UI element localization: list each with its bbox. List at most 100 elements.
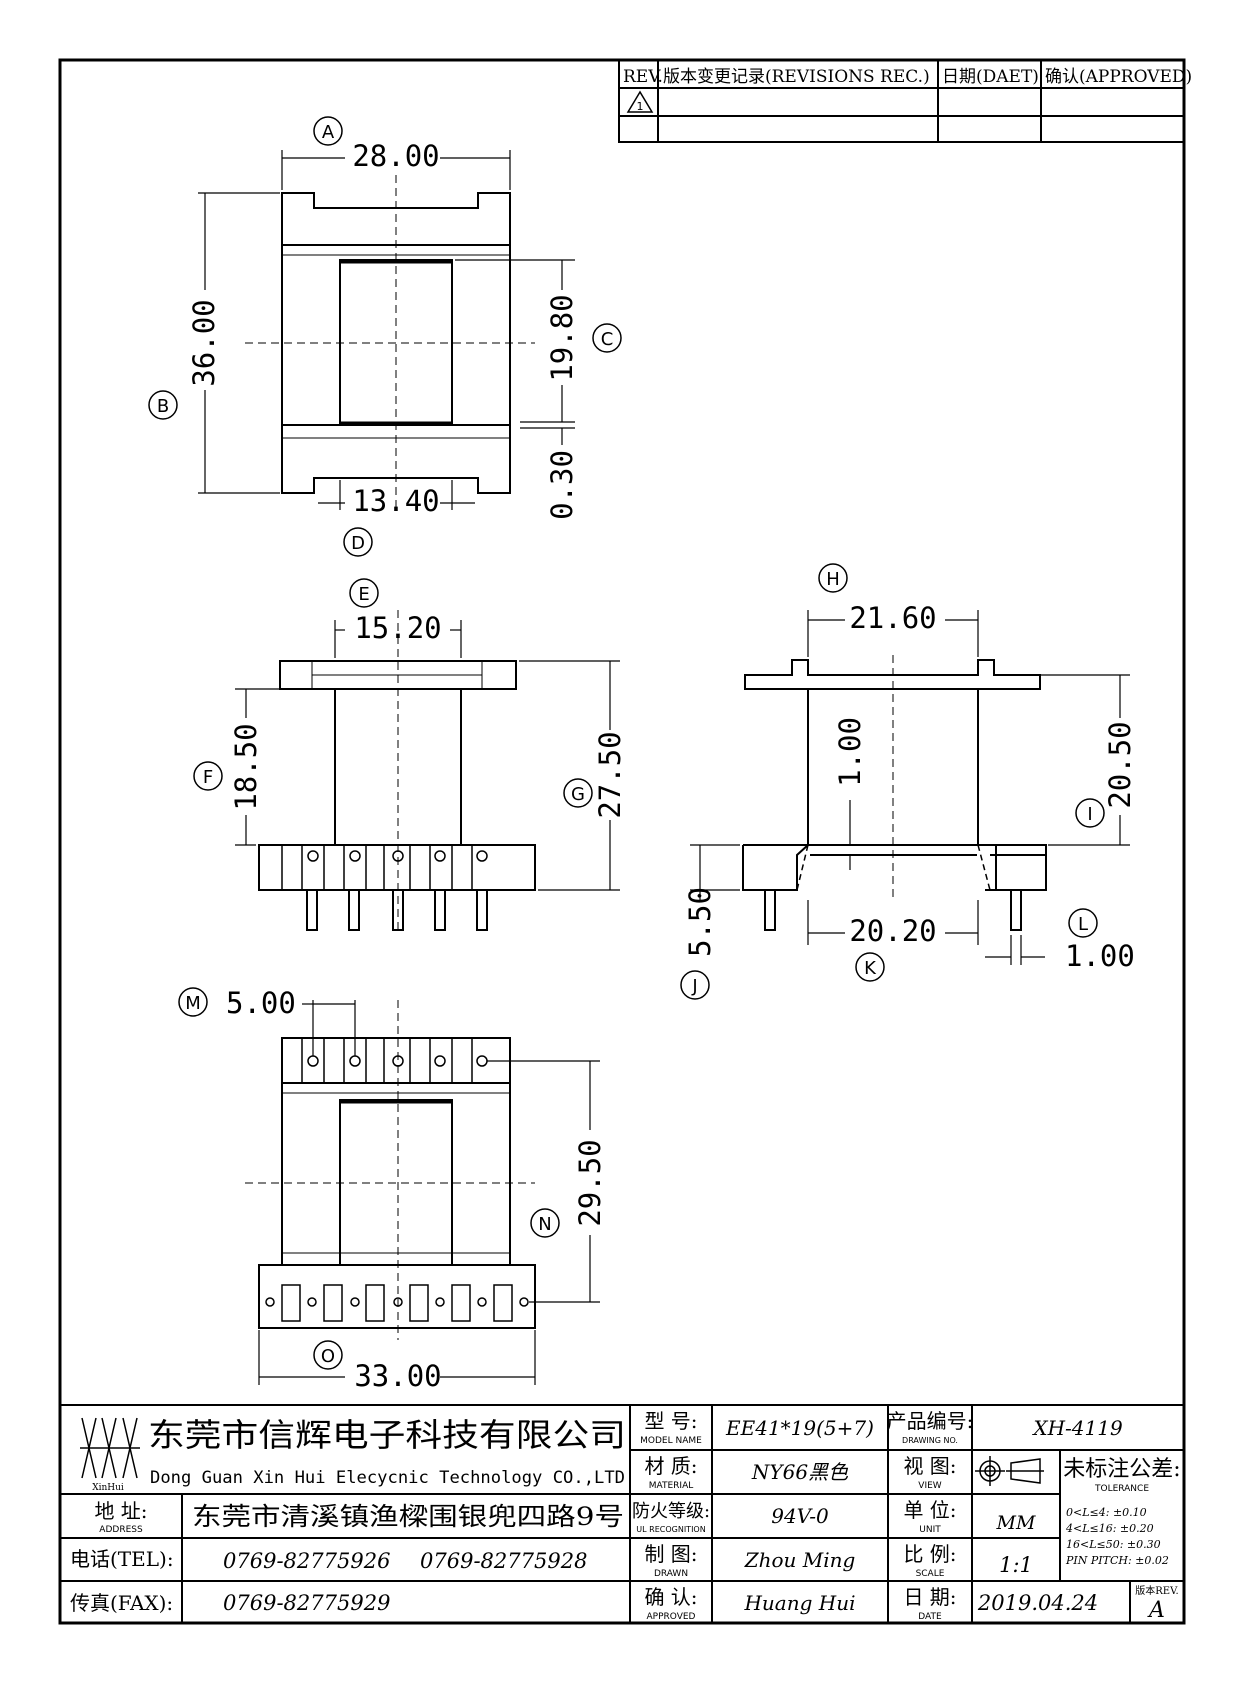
svg-text:J: J bbox=[691, 976, 697, 997]
address-label-en: ADDRESS bbox=[99, 1525, 143, 1535]
unit-value: MM bbox=[996, 1512, 1036, 1534]
dim-bottom-total-width: 33.00 bbox=[354, 1359, 441, 1393]
rev-header: REV. bbox=[623, 67, 663, 87]
tolerance-row-1: 0<L≤4: ±0.10 bbox=[1066, 1506, 1147, 1519]
dim-side-pin: 1.00 bbox=[1065, 939, 1135, 973]
view-label-en: VIEW bbox=[918, 1481, 941, 1491]
drawn-label-en: DRAWN bbox=[654, 1569, 688, 1579]
ul-value: 94V-0 bbox=[771, 1504, 829, 1528]
material-label-en: MATERIAL bbox=[649, 1481, 694, 1491]
svg-text:L: L bbox=[1078, 914, 1088, 935]
sheet-border bbox=[58, 58, 1186, 1625]
dim-side-wall: 1.00 bbox=[833, 717, 867, 787]
scale-label-en: SCALE bbox=[916, 1569, 945, 1579]
dim-top-height: 36.00 bbox=[187, 299, 221, 386]
address-label: 地 址: bbox=[94, 1499, 147, 1523]
title-block-grid bbox=[60, 1404, 1184, 1623]
front-view-dims bbox=[235, 620, 620, 891]
rev-value: A bbox=[1147, 1598, 1165, 1623]
balloon-b: B bbox=[148, 390, 178, 420]
drawing-no-value: XH-4119 bbox=[1031, 1416, 1123, 1440]
bottom-view bbox=[245, 1000, 536, 1340]
ul-label-en: UL RECOGNITION bbox=[636, 1525, 705, 1534]
drawn-label: 制 图: bbox=[644, 1542, 697, 1566]
balloon-m: M bbox=[178, 987, 208, 1017]
drawing-no-label-en: DRAWING NO. bbox=[902, 1436, 958, 1445]
balloon-d: D bbox=[343, 527, 373, 557]
dim-side-top-width: 21.60 bbox=[849, 601, 936, 635]
balloon-a: A bbox=[313, 116, 343, 146]
balloon-f: F bbox=[193, 761, 223, 791]
rev-label: 版本REV. bbox=[1135, 1584, 1178, 1597]
dim-bottom-pin-span: 29.50 bbox=[573, 1139, 607, 1226]
material-label: 材 质: bbox=[644, 1454, 697, 1478]
material-value: NY66黑色 bbox=[751, 1460, 849, 1484]
tolerance-row-2: 4<L≤16: ±0.20 bbox=[1065, 1522, 1154, 1535]
drawing-no-label: 产品编号: bbox=[887, 1409, 974, 1433]
svg-text:O: O bbox=[321, 1346, 335, 1367]
model-label: 型 号: bbox=[644, 1409, 697, 1433]
dim-top-window: 19.80 bbox=[545, 294, 579, 381]
dim-front-upper: 18.50 bbox=[229, 723, 263, 810]
revisions-header: 版本变更记录(REVISIONS REC.) bbox=[663, 67, 930, 87]
dim-side-height: 20.50 bbox=[1103, 721, 1137, 808]
tel-label: 电话(TEL): bbox=[70, 1547, 174, 1571]
fax-label: 传真(FAX): bbox=[70, 1591, 173, 1615]
date-header: 日期(DAET) bbox=[942, 67, 1039, 87]
balloon-e: E bbox=[349, 578, 379, 608]
balloon-i: I bbox=[1075, 798, 1105, 828]
front-view bbox=[258, 610, 536, 935]
scale-value: 1:1 bbox=[999, 1553, 1033, 1577]
svg-text:G: G bbox=[571, 784, 585, 805]
view-label: 视 图: bbox=[903, 1454, 956, 1478]
side-view-dims bbox=[690, 610, 1130, 965]
svg-text:C: C bbox=[601, 329, 614, 350]
dim-top-gap: 0.30 bbox=[545, 450, 579, 520]
bottom-view-dims bbox=[258, 1000, 600, 1385]
tel-1: 0769-82775926 bbox=[223, 1549, 390, 1573]
date-label-en: DATE bbox=[918, 1612, 942, 1622]
dim-front-total: 27.50 bbox=[593, 731, 627, 818]
revision-table bbox=[618, 59, 1185, 143]
dim-top-core: 13.40 bbox=[352, 484, 439, 518]
svg-text:H: H bbox=[826, 569, 840, 590]
unit-label: 单 位: bbox=[903, 1498, 956, 1522]
svg-text:A: A bbox=[322, 122, 335, 143]
logo-text: XinHui bbox=[92, 1483, 124, 1493]
svg-text:D: D bbox=[351, 533, 365, 554]
fax-value: 0769-82775929 bbox=[223, 1591, 390, 1615]
first-angle-projection-icon bbox=[975, 1456, 1044, 1486]
scale-label: 比 例: bbox=[903, 1542, 956, 1566]
approved-label: 确 认: bbox=[644, 1585, 697, 1609]
balloon-l: L bbox=[1068, 908, 1098, 938]
svg-text:E: E bbox=[358, 584, 369, 605]
balloon-j: J bbox=[680, 970, 710, 1000]
svg-text:1: 1 bbox=[637, 100, 644, 113]
approved-value: Huang Hui bbox=[743, 1591, 855, 1615]
approved-header: 确认(APPROVED) bbox=[1045, 67, 1192, 87]
top-view-dims bbox=[198, 150, 575, 510]
dim-bottom-pitch: 5.00 bbox=[226, 986, 296, 1020]
drawn-value: Zhou Ming bbox=[744, 1548, 856, 1572]
approved-label-en: APPROVED bbox=[647, 1612, 696, 1622]
top-view bbox=[245, 175, 535, 510]
date-value: 2019.04.24 bbox=[977, 1591, 1098, 1615]
svg-text:N: N bbox=[538, 1214, 551, 1235]
model-value: EE41*19(5+7) bbox=[725, 1416, 874, 1440]
svg-text:K: K bbox=[864, 958, 877, 979]
balloon-n: N bbox=[530, 1208, 560, 1238]
side-view bbox=[742, 655, 1047, 931]
unit-label-en: UNIT bbox=[919, 1525, 941, 1535]
tolerance-title-en: TOLERANCE bbox=[1094, 1484, 1149, 1494]
balloon-k: K bbox=[855, 952, 885, 982]
rev-triangle-icon: 1 bbox=[626, 90, 654, 113]
model-label-en: MODEL NAME bbox=[640, 1436, 702, 1446]
dim-side-inner: 20.20 bbox=[849, 914, 936, 948]
date-label: 日 期: bbox=[903, 1585, 956, 1609]
balloon-h: H bbox=[818, 563, 848, 593]
balloon-c: C bbox=[592, 323, 622, 353]
company-name-en: Dong Guan Xin Hui Elecycnic Technology C… bbox=[150, 1468, 625, 1488]
ul-label: 防火等级: bbox=[632, 1501, 710, 1522]
tel-2: 0769-82775928 bbox=[420, 1549, 587, 1573]
